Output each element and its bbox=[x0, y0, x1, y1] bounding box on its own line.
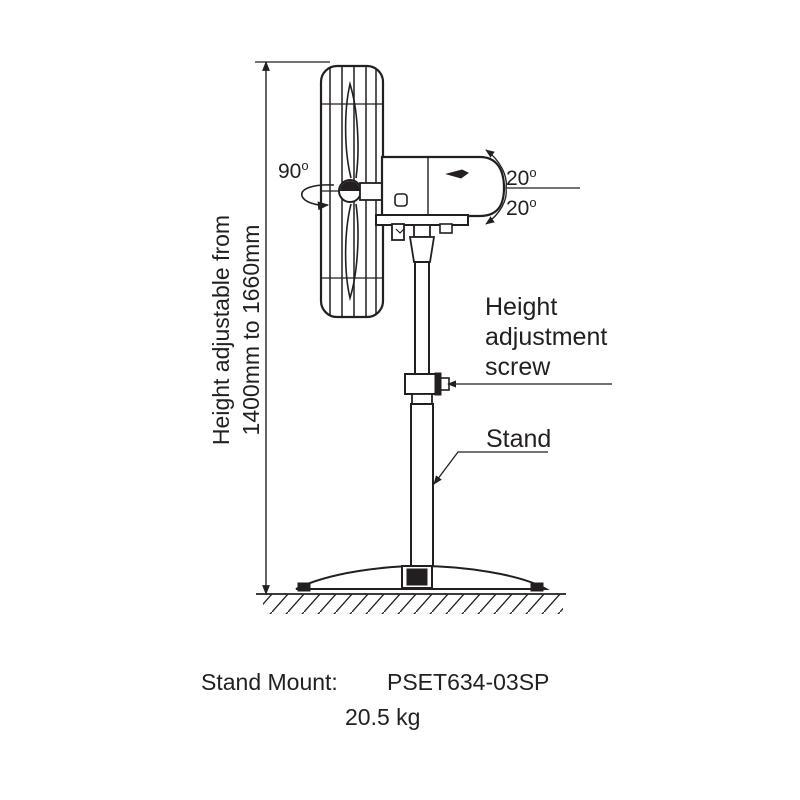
weight-value: 20.5 kg bbox=[345, 704, 421, 730]
height-range-label: Height adjustable from 1400mm to 1660mm bbox=[208, 214, 264, 446]
model-label: Stand Mount: bbox=[201, 669, 338, 695]
motor-housing bbox=[380, 155, 506, 218]
fan-blades bbox=[344, 80, 359, 302]
height-dimension-line bbox=[255, 61, 330, 595]
rotation-arrow bbox=[301, 184, 335, 211]
fan-hub bbox=[338, 179, 383, 203]
floor-hatching bbox=[256, 593, 566, 614]
stand-label: Stand bbox=[486, 425, 552, 453]
rotation-angle-label: 90o bbox=[278, 158, 309, 183]
tilt-up-angle-label: 20o bbox=[506, 165, 537, 190]
stand-leader bbox=[433, 451, 548, 485]
height-adjustment-screw-label: Height adjustment screw bbox=[485, 293, 608, 381]
model-number: PSET634-03SP bbox=[387, 669, 550, 695]
tilt-down-angle-label: 20o bbox=[506, 195, 537, 220]
stand-pole bbox=[404, 224, 440, 568]
tilt-angle-indicator bbox=[485, 149, 580, 225]
stand-base bbox=[295, 564, 550, 592]
height-adjustment-knob bbox=[434, 372, 450, 396]
